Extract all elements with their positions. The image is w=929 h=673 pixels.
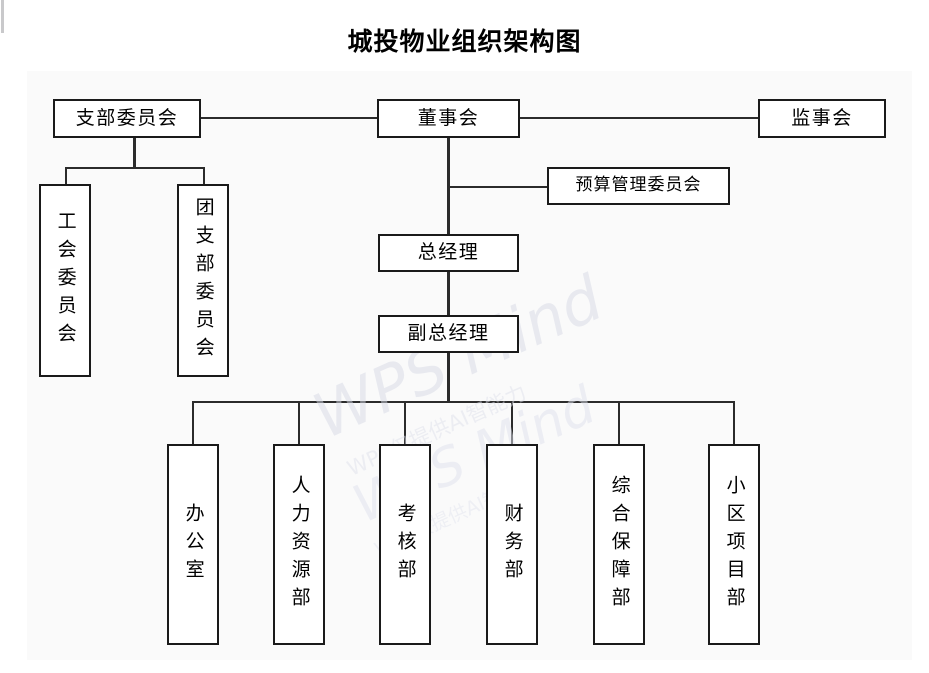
node-label: 董事会 bbox=[417, 106, 480, 129]
connector-department-bus bbox=[192, 401, 735, 403]
connector-drop-finance bbox=[511, 401, 513, 445]
connector-gm-to-deputy bbox=[447, 271, 450, 317]
node-deputy-general-manager[interactable]: 副总经理 bbox=[378, 315, 519, 353]
node-comprehensive-support-department[interactable]: 综合保障部 bbox=[593, 444, 645, 645]
connector-drop-assessment bbox=[404, 401, 406, 445]
connector-drop-youth-league bbox=[203, 167, 205, 184]
page-edge-marker bbox=[1, 0, 4, 33]
connector-drop-community-project bbox=[733, 401, 735, 445]
node-youth-league-branch-committee[interactable]: 团支部委员会 bbox=[177, 184, 229, 377]
connector-board-to-supervisors bbox=[519, 117, 759, 119]
org-chart-canvas: WPS Mind WPS仅提供AI智能力 WPS Mind WPS仅提供AI智能… bbox=[27, 71, 912, 660]
node-label: 人力资源部 bbox=[288, 474, 311, 615]
node-label: 工会委员会 bbox=[54, 210, 77, 351]
node-label: 副总经理 bbox=[407, 322, 490, 345]
connector-party-branch-bus bbox=[65, 167, 205, 169]
node-community-project-department[interactable]: 小区项目部 bbox=[708, 444, 760, 645]
node-board-of-directors[interactable]: 董事会 bbox=[377, 99, 520, 138]
node-label: 考核部 bbox=[394, 502, 417, 587]
node-human-resources-department[interactable]: 人力资源部 bbox=[273, 444, 325, 645]
node-label: 财务部 bbox=[501, 502, 524, 587]
connector-drop-support bbox=[618, 401, 620, 445]
connector-drop-hr bbox=[298, 401, 300, 445]
node-office[interactable]: 办公室 bbox=[167, 444, 219, 645]
connector-party-branch-to-board bbox=[200, 117, 377, 119]
node-party-branch-committee[interactable]: 支部委员会 bbox=[53, 99, 201, 138]
node-label: 总经理 bbox=[417, 241, 480, 264]
node-label: 预算管理委员会 bbox=[575, 175, 702, 196]
node-assessment-department[interactable]: 考核部 bbox=[379, 444, 431, 645]
connector-party-branch-stem bbox=[133, 138, 136, 168]
node-label: 监事会 bbox=[791, 106, 853, 129]
node-finance-department[interactable]: 财务部 bbox=[486, 444, 538, 645]
connector-drop-office bbox=[192, 401, 194, 445]
connector-deputy-stem bbox=[447, 352, 450, 402]
node-label: 综合保障部 bbox=[608, 474, 631, 615]
page-title: 城投物业组织架构图 bbox=[347, 27, 582, 56]
node-general-manager[interactable]: 总经理 bbox=[378, 234, 519, 272]
connector-board-to-budget-committee bbox=[448, 186, 547, 188]
connector-drop-union bbox=[65, 167, 67, 184]
node-label: 团支部委员会 bbox=[192, 196, 215, 365]
node-budget-management-committee[interactable]: 预算管理委员会 bbox=[547, 167, 730, 205]
node-board-of-supervisors[interactable]: 监事会 bbox=[758, 99, 886, 138]
node-labor-union-committee[interactable]: 工会委员会 bbox=[39, 184, 91, 377]
node-label: 办公室 bbox=[182, 502, 205, 587]
node-label: 小区项目部 bbox=[723, 474, 746, 615]
node-label: 支部委员会 bbox=[75, 106, 179, 129]
